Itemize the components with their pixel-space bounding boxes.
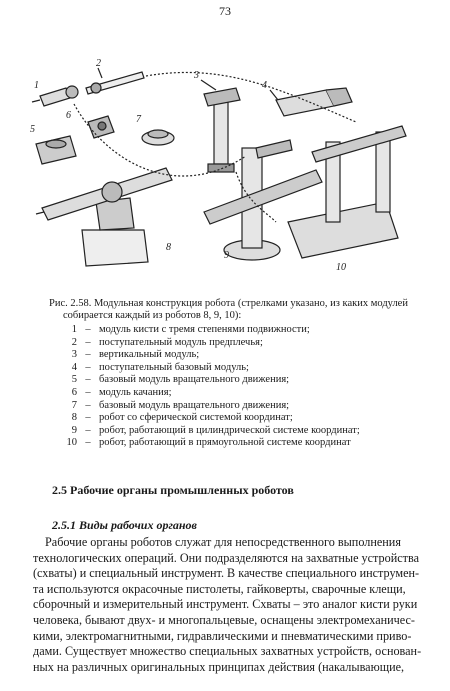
legend-dash: – xyxy=(85,386,91,398)
legend-num: 2 xyxy=(71,336,77,348)
legend-item: 7–базовый модуль вращательного движения; xyxy=(55,400,435,413)
robot-modules-figure: 1 2 3 4 5 6 7 8 9 10 xyxy=(30,58,407,273)
module-5-rotation-base xyxy=(35,135,77,165)
figure-label-10: 10 xyxy=(336,262,346,273)
figure-label-7: 7 xyxy=(136,114,142,125)
module-7-rotation-base xyxy=(141,129,175,146)
body-line: сборочный и измерительный инструмент. Сх… xyxy=(33,597,418,612)
module-2-forearm xyxy=(85,67,145,95)
caption-line-2: собирается каждый из роботов 8, 9, 10): xyxy=(63,310,242,321)
legend-dash: – xyxy=(85,437,91,449)
legend-item: 6–модуль качания; xyxy=(55,387,435,400)
body-line: технологических операций. Они подразделя… xyxy=(33,550,419,565)
legend-item: 2–поступательный модуль предплечья; xyxy=(55,337,435,350)
legend-dash: – xyxy=(85,399,91,411)
body-paragraph: Рабочие органы роботов служат для непоср… xyxy=(33,535,421,675)
legend-item: 10–робот, работающий в прямоугольной сис… xyxy=(55,437,435,450)
figure-label-5: 5 xyxy=(30,124,35,135)
figure-label-2: 2 xyxy=(96,58,101,69)
legend-text: поступательный базовый модуль; xyxy=(99,361,249,373)
robot-9-cylindrical xyxy=(203,139,323,261)
legend-dash: – xyxy=(85,324,91,335)
legend-dash: – xyxy=(85,349,91,361)
legend-text: базовый модуль вращательного движения; xyxy=(99,374,290,386)
figure-label-3: 3 xyxy=(193,70,199,81)
legend-item: 3–вертикальный модуль; xyxy=(55,349,435,362)
legend-text: базовый модуль вращательного движения; xyxy=(99,399,290,411)
legend-item: 5–базовый модуль вращательного движения; xyxy=(55,374,435,387)
body-line: та используются окрасочные пистолеты, га… xyxy=(33,581,406,596)
legend-dash: – xyxy=(85,424,91,436)
legend-item: 9–робот, работающий в цилиндрической сис… xyxy=(55,425,435,438)
figure-legend: 1–модуль кисти с тремя степенями подвижн… xyxy=(55,324,435,450)
legend-item: 1–модуль кисти с тремя степенями подвижн… xyxy=(55,324,435,337)
module-4-translational-base xyxy=(269,87,353,117)
caption-line-1: Рис. 2.58. Модульная конструкция робота … xyxy=(49,298,408,309)
robot-8-spherical xyxy=(35,167,173,267)
legend-text: модуль качания; xyxy=(99,386,172,398)
body-line: Рабочие органы роботов служат для непоср… xyxy=(45,535,401,549)
legend-text: робот, работающий в цилиндрической систе… xyxy=(99,424,360,436)
legend-dash: – xyxy=(85,412,91,424)
legend-text: модуль кисти с тремя степенями подвижнос… xyxy=(99,324,310,335)
figure-label-8: 8 xyxy=(166,242,171,253)
section-heading: 2.5 Рабочие органы промышленных роботов xyxy=(52,483,294,497)
body-line: ных на различных оригинальных принципах … xyxy=(33,659,405,674)
body-line: человека, бывают двух- и многопальцевые,… xyxy=(33,612,415,627)
legend-text: робот со сферической системой координат; xyxy=(99,412,293,424)
legend-num: 6 xyxy=(71,386,77,398)
module-1-wrist xyxy=(31,85,79,107)
body-line: дами. Существует множество специальных з… xyxy=(33,644,422,659)
figure-caption: Рис. 2.58. Модульная конструкция робота … xyxy=(49,298,429,322)
page-number: 73 xyxy=(219,4,231,18)
legend-item: 8–робот со сферической системой координа… xyxy=(55,412,435,425)
legend-text: робот, работающий в прямоугольной систем… xyxy=(99,437,351,449)
body-line: кими, электромагнитными, гидравлическими… xyxy=(33,628,412,643)
module-3-vertical xyxy=(200,79,241,173)
legend-dash: – xyxy=(85,374,91,386)
legend-num: 1 xyxy=(71,324,77,335)
legend-text: поступательный модуль предплечья; xyxy=(99,336,263,348)
subsection-heading: 2.5.1 Виды рабочих органов xyxy=(52,518,197,532)
legend-item: 4–поступательный базовый модуль; xyxy=(55,362,435,375)
body-line: (схваты) и специальный инструмент. В кач… xyxy=(33,566,420,581)
legend-num: 9 xyxy=(71,424,77,436)
legend-dash: – xyxy=(85,361,91,373)
legend-num: 3 xyxy=(71,349,77,361)
legend-num: 4 xyxy=(71,361,77,373)
legend-num: 8 xyxy=(71,412,77,424)
figure-label-6: 6 xyxy=(66,110,71,121)
figure-label-1: 1 xyxy=(34,80,39,91)
legend-dash: – xyxy=(85,336,91,348)
module-6-swing xyxy=(87,115,115,139)
legend-num: 5 xyxy=(71,374,77,386)
robot-10-rectangular xyxy=(287,125,407,259)
figure-label-9: 9 xyxy=(224,250,229,261)
figure-label-4: 4 xyxy=(262,80,267,91)
legend-num: 7 xyxy=(71,399,77,411)
legend-num: 10 xyxy=(66,437,78,449)
legend-text: вертикальный модуль; xyxy=(99,349,200,361)
